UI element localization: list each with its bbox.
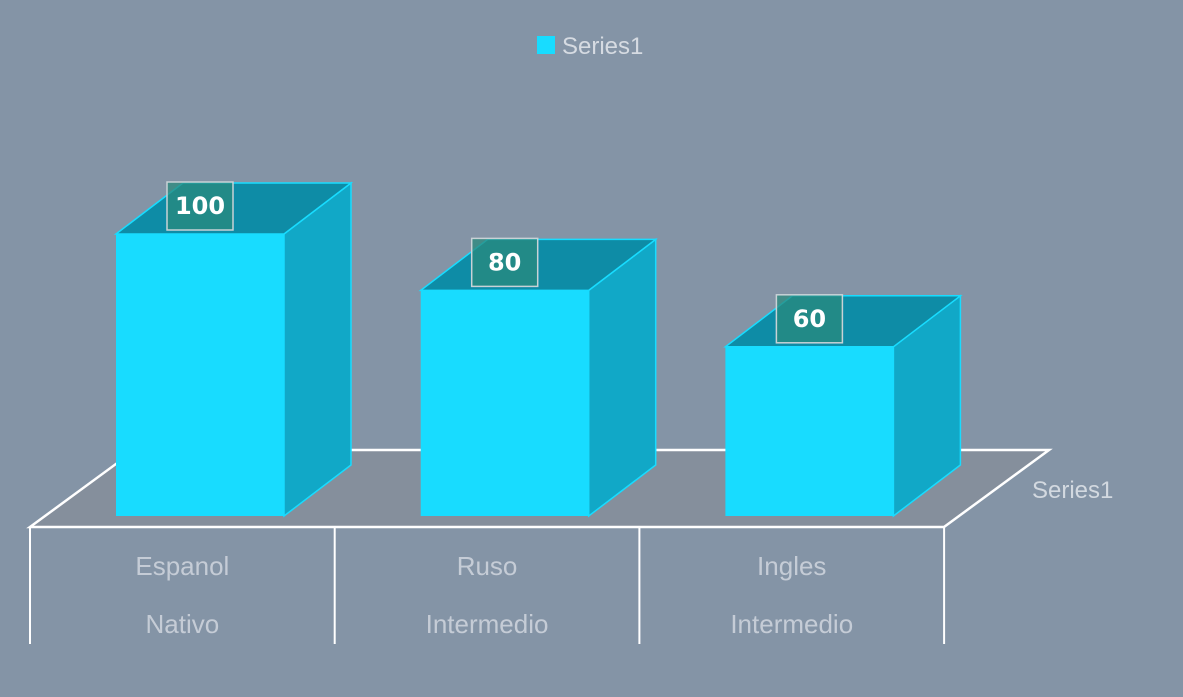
data-label-box: [470, 237, 539, 288]
category-label: Ruso: [457, 551, 518, 581]
depth-axis-label: Series1: [1032, 477, 1113, 504]
data-labels-group: 100 80 60: [166, 181, 844, 344]
data-label: 100: [166, 181, 234, 231]
bar-front-face: [116, 234, 284, 516]
data-label-text: 100: [175, 192, 225, 220]
legend-label: Series1: [562, 33, 643, 60]
bar: [113, 181, 354, 518]
category-label: Ingles: [757, 551, 826, 581]
category-sublabel: Nativo: [145, 609, 219, 639]
category-label: Espanol: [135, 551, 229, 581]
category-sublabel: Intermedio: [730, 609, 853, 639]
data-label: 80: [470, 237, 539, 288]
data-label-text: 80: [488, 248, 521, 276]
bars-group: [113, 181, 963, 518]
bar-side-face: [283, 181, 352, 518]
data-label-box: [166, 181, 234, 231]
data-label: 60: [775, 294, 844, 344]
data-label-text: 60: [793, 305, 826, 333]
legend: Series1: [537, 33, 643, 60]
data-label-box: [775, 294, 844, 344]
bar-front-face: [725, 346, 894, 516]
bar-front-face: [420, 290, 589, 516]
category-sublabel: Intermedio: [426, 609, 549, 639]
legend-swatch: [537, 36, 555, 54]
